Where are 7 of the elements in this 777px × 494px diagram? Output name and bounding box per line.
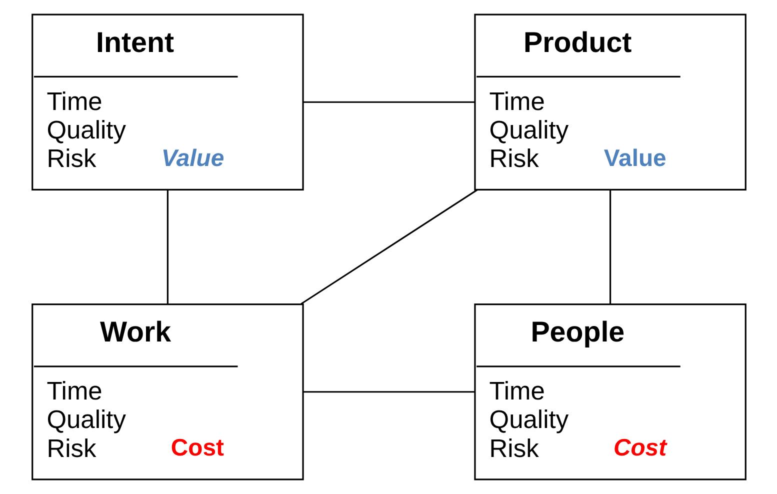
connector <box>166 190 168 304</box>
connector <box>300 189 478 305</box>
node-box: Product Time Quality Risk Value <box>474 14 746 190</box>
connector <box>609 190 611 304</box>
connector <box>302 391 474 393</box>
connector <box>302 101 474 103</box>
node-box: People Time Quality Risk Cost <box>474 304 746 480</box>
